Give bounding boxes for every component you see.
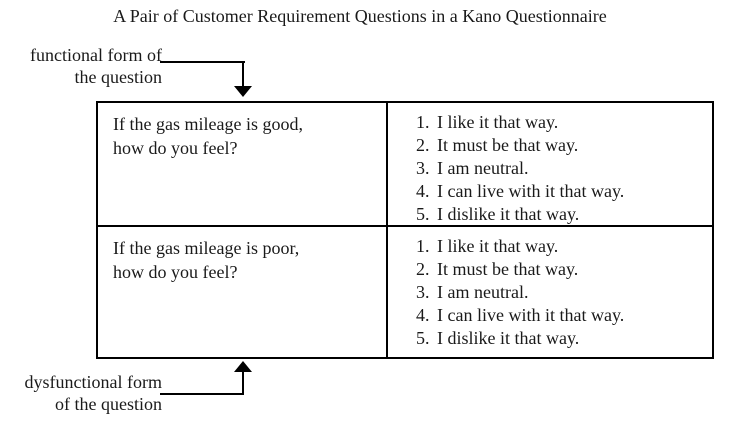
- dysfunctional-connector-vertical-line: [242, 370, 244, 395]
- functional-question-cell: If the gas mileage is good, how do you f…: [98, 103, 388, 227]
- option-number: 2.: [416, 259, 430, 279]
- dysfunctional-connector-horizontal-line: [160, 393, 244, 395]
- functional-form-label-line2: the question: [74, 67, 163, 87]
- dysfunctional-options-cell: 1. I like it that way. 2. It must be tha…: [388, 227, 712, 357]
- option-item: 1. I like it that way.: [416, 235, 710, 258]
- option-number: 3.: [416, 282, 430, 302]
- functional-connector-horizontal-line: [160, 61, 245, 63]
- functional-form-label-line1: functional form of: [30, 45, 162, 65]
- option-number: 1.: [416, 236, 430, 256]
- option-text: I can live with it that way.: [437, 181, 625, 201]
- option-text: I like it that way.: [437, 112, 559, 132]
- option-text: It must be that way.: [437, 135, 579, 155]
- option-number: 5.: [416, 204, 430, 224]
- dysfunctional-form-label-line2: of the question: [55, 394, 162, 414]
- option-item: 5. I dislike it that way.: [416, 327, 710, 350]
- option-text: It must be that way.: [437, 259, 579, 279]
- dysfunctional-question-cell: If the gas mileage is poor, how do you f…: [98, 227, 388, 357]
- option-number: 3.: [416, 158, 430, 178]
- option-number: 1.: [416, 112, 430, 132]
- option-text: I dislike it that way.: [437, 204, 580, 224]
- dysfunctional-form-label-line1: dysfunctional form: [24, 372, 162, 392]
- option-text: I can live with it that way.: [437, 305, 625, 325]
- functional-connector-vertical-line: [242, 61, 244, 87]
- option-item: 4. I can live with it that way.: [416, 180, 710, 203]
- option-item: 3. I am neutral.: [416, 281, 710, 304]
- option-item: 3. I am neutral.: [416, 157, 710, 180]
- option-number: 4.: [416, 181, 430, 201]
- question-table: If the gas mileage is good, how do you f…: [96, 101, 714, 359]
- functional-options-cell: 1. I like it that way. 2. It must be tha…: [388, 103, 712, 227]
- option-text: I like it that way.: [437, 236, 559, 256]
- option-number: 2.: [416, 135, 430, 155]
- option-item: 2. It must be that way.: [416, 134, 710, 157]
- option-text: I am neutral.: [437, 158, 529, 178]
- figure-title: A Pair of Customer Requirement Questions…: [113, 6, 607, 26]
- option-item: 1. I like it that way.: [416, 111, 710, 134]
- option-item: 5. I dislike it that way.: [416, 203, 710, 225]
- arrow-up-icon: [234, 361, 252, 372]
- dysfunctional-form-label: dysfunctional form of the question: [8, 371, 162, 415]
- option-number: 5.: [416, 328, 430, 348]
- option-text: I dislike it that way.: [437, 328, 580, 348]
- arrow-down-icon: [234, 86, 252, 97]
- option-number: 4.: [416, 305, 430, 325]
- option-item: 2. It must be that way.: [416, 258, 710, 281]
- option-item: 4. I can live with it that way.: [416, 304, 710, 327]
- option-text: I am neutral.: [437, 282, 529, 302]
- functional-form-label: functional form of the question: [10, 44, 162, 88]
